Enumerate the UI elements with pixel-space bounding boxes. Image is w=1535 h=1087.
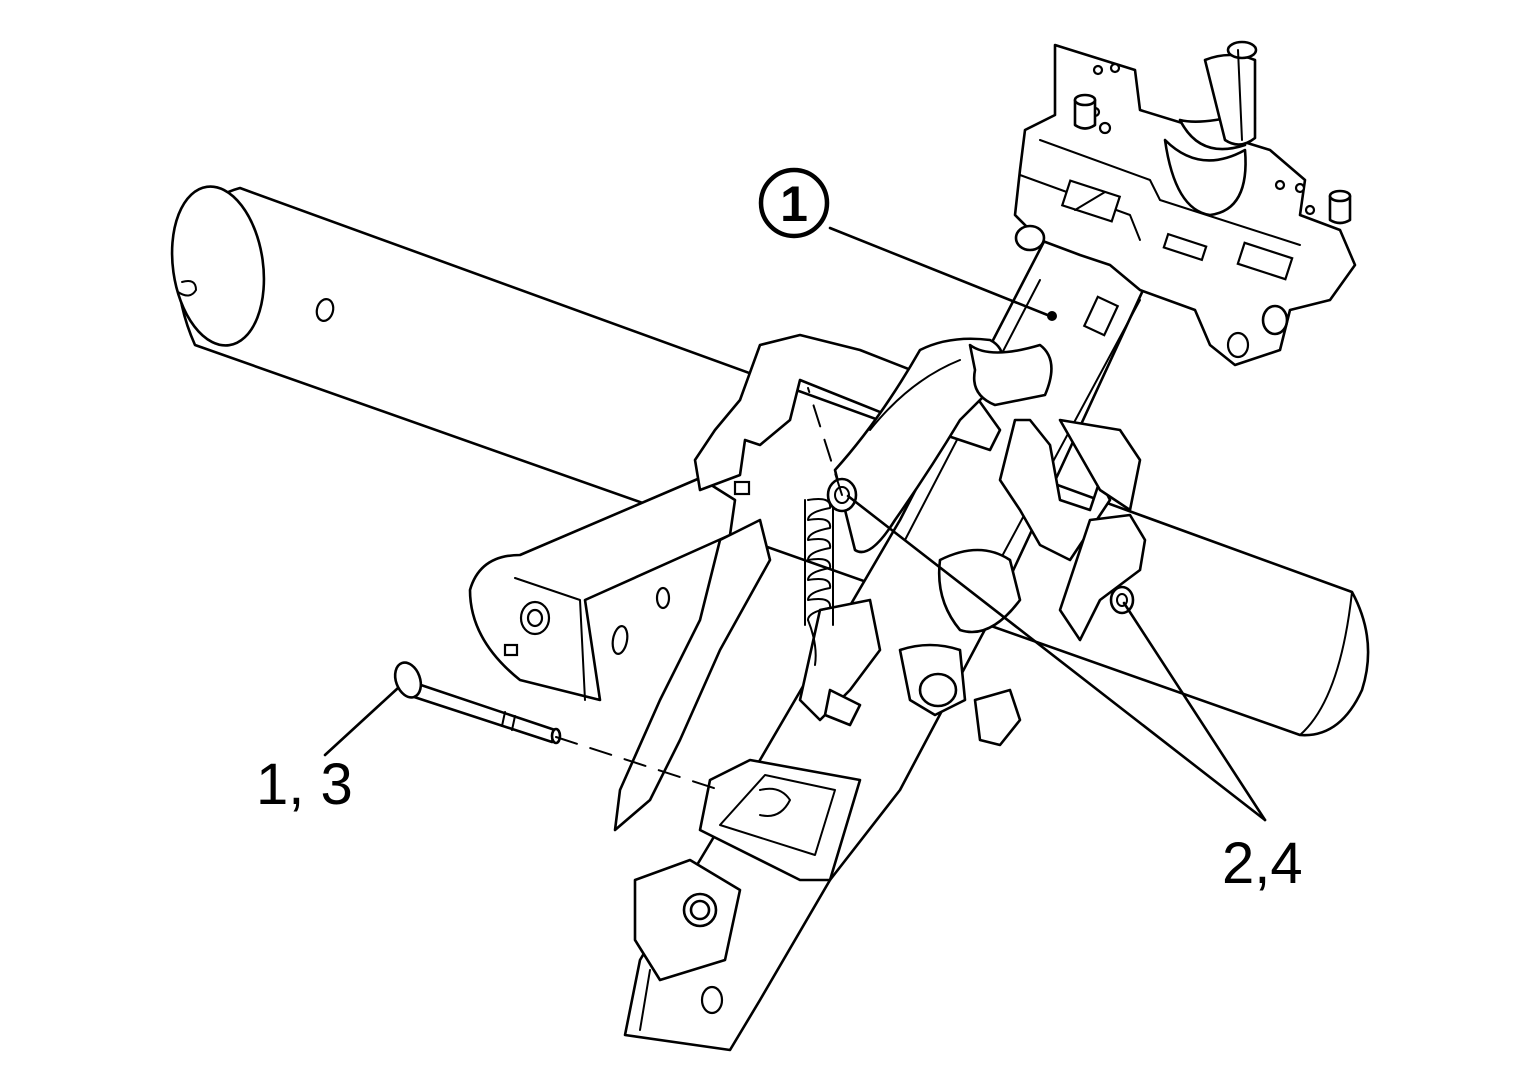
lower-column-shaft — [613, 518, 862, 1031]
tilt-lock-mechanism — [693, 333, 1147, 747]
part-marker: 1 — [758, 167, 830, 239]
tilt-spring — [804, 498, 834, 666]
mounting-bolt — [393, 661, 562, 745]
bolt-label: 1, 3 — [256, 752, 353, 817]
nut-label-leader-lower — [1122, 601, 1267, 822]
bolt-label-leader — [323, 686, 400, 757]
lower-mounting-bracket — [468, 476, 737, 702]
upper-column-bracket — [1013, 40, 1357, 367]
nut-path-dash — [807, 387, 843, 496]
nut-label-leader-upper — [846, 494, 1267, 822]
nut-label: 2,4 — [1222, 831, 1303, 896]
part-marker-number: 1 — [780, 176, 808, 232]
part-marker-leader — [828, 226, 1052, 318]
bolt-path-dash — [555, 736, 721, 791]
mounting-nut-lower — [1109, 585, 1135, 615]
